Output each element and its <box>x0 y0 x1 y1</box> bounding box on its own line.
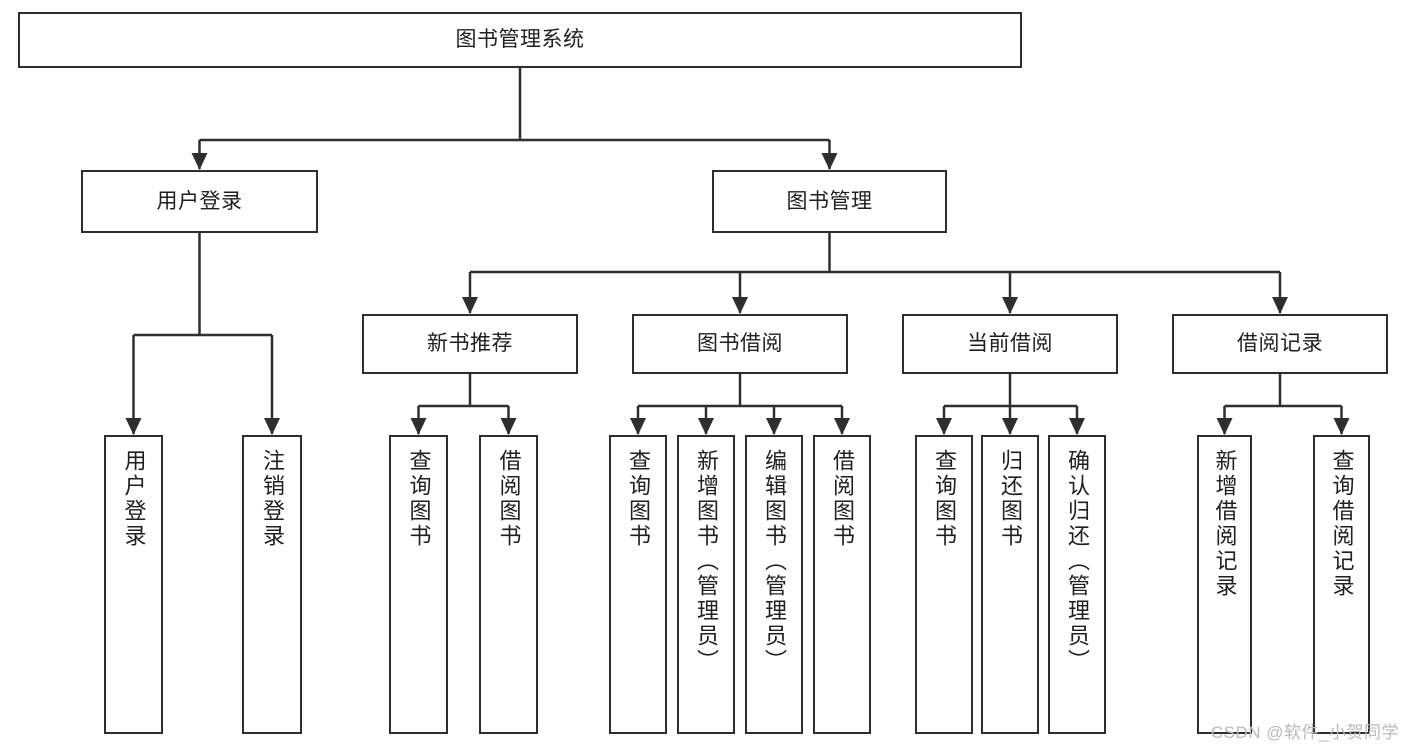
arrowhead-icon <box>630 418 646 435</box>
node-label: 查询图书 <box>406 449 432 549</box>
node-label: 用户登录 <box>156 189 243 213</box>
arrowhead-icon <box>766 418 782 435</box>
node-root: 图书管理系统 <box>18 12 1022 68</box>
arrowhead-icon <box>264 418 280 435</box>
node-leaf-edit-book: 编辑图书（管理员） <box>745 435 803 734</box>
node-new-book-rec: 新书推荐 <box>362 314 578 374</box>
arrowhead-icon <box>698 418 714 435</box>
node-label: 归还图书 <box>998 449 1023 549</box>
node-leaf-user-login: 用户登录 <box>104 435 163 734</box>
arrowhead-icon <box>834 418 850 435</box>
arrowhead-icon <box>462 297 478 314</box>
node-label: 新书推荐 <box>427 332 513 356</box>
node-label: 新增图书（管理员） <box>694 449 719 674</box>
node-current-borrow: 当前借阅 <box>902 314 1118 374</box>
node-label: 注销登录 <box>260 449 285 549</box>
node-leaf-conf-ret: 确认归还（管理员） <box>1048 435 1106 734</box>
node-book-manage: 图书管理 <box>712 170 947 233</box>
node-label: 借阅图书 <box>496 449 522 549</box>
arrowhead-icon <box>1002 418 1018 435</box>
node-label: 查询图书 <box>626 449 651 549</box>
node-leaf-add-book: 新增图书（管理员） <box>677 435 735 734</box>
node-user-login: 用户登录 <box>81 170 318 233</box>
node-leaf-query-rec: 查询借阅记录 <box>1313 435 1370 734</box>
arrowhead-icon <box>410 418 427 435</box>
arrowhead-icon <box>125 418 142 435</box>
node-leaf-logout: 注销登录 <box>242 435 302 734</box>
arrowhead-icon <box>500 418 517 435</box>
arrowhead-icon <box>1216 418 1233 435</box>
node-leaf-borrow-1: 借阅图书 <box>479 435 538 734</box>
node-label: 新增借阅记录 <box>1212 449 1238 599</box>
arrowhead-icon <box>1333 418 1350 435</box>
node-leaf-return: 归还图书 <box>981 435 1039 734</box>
node-leaf-q-book-3: 查询图书 <box>915 435 973 734</box>
arrowhead-icon <box>1069 418 1085 435</box>
node-label: 查询图书 <box>932 449 957 549</box>
node-leaf-add-rec: 新增借阅记录 <box>1197 435 1252 734</box>
node-book-borrow: 图书借阅 <box>632 314 848 374</box>
node-label: 查询借阅记录 <box>1329 449 1355 599</box>
node-label: 图书管理 <box>786 189 873 213</box>
node-label: 借阅图书 <box>830 449 855 549</box>
arrowhead-icon <box>821 153 838 170</box>
node-label: 确认归还（管理员） <box>1065 449 1090 674</box>
node-leaf-q-book-1: 查询图书 <box>389 435 448 734</box>
node-leaf-borrow-2: 借阅图书 <box>813 435 871 734</box>
node-label: 图书管理系统 <box>455 28 585 52</box>
node-label: 当前借阅 <box>967 332 1053 356</box>
node-leaf-q-book-2: 查询图书 <box>609 435 667 734</box>
arrowhead-icon <box>1002 297 1018 314</box>
arrowhead-icon <box>732 297 748 314</box>
node-label: 图书借阅 <box>697 332 783 356</box>
node-borrow-record: 借阅记录 <box>1172 314 1388 374</box>
arrowhead-icon <box>1272 297 1288 314</box>
node-label: 借阅记录 <box>1237 332 1323 356</box>
watermark: CSDN @软件_小贺同学 <box>1210 723 1399 742</box>
arrowhead-icon <box>936 418 952 435</box>
node-label: 用户登录 <box>121 449 147 549</box>
node-label: 编辑图书（管理员） <box>762 449 787 674</box>
arrowhead-icon <box>191 153 208 170</box>
